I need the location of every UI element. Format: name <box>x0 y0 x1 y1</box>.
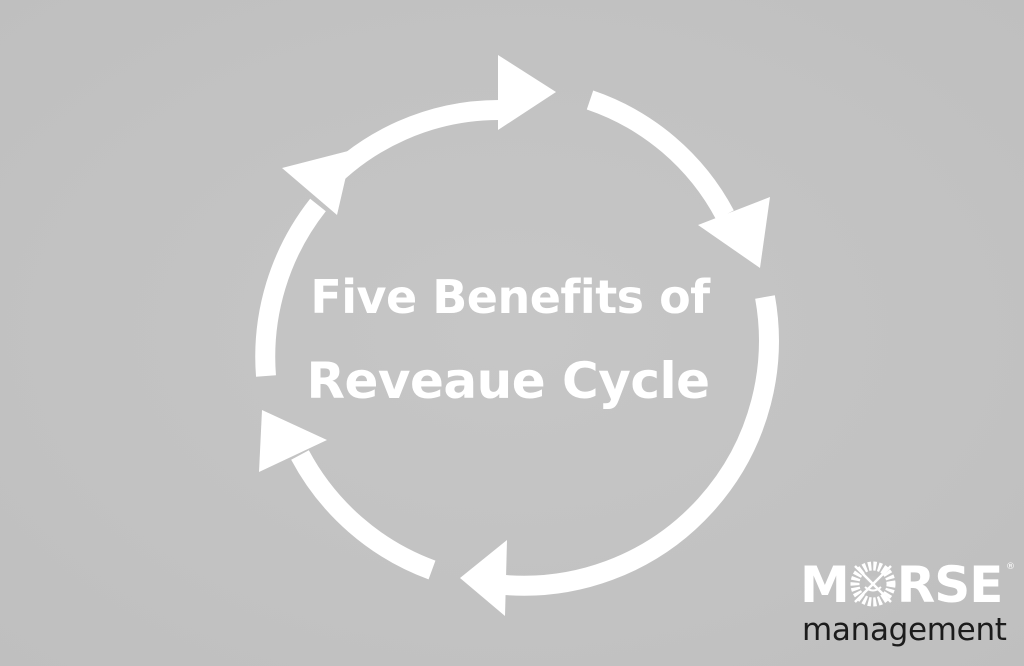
logo-letter-m: M <box>800 556 850 614</box>
cycle-arrow-5 <box>255 198 326 377</box>
logo-wordmark: M RSE <box>800 556 1004 614</box>
arrowhead-3 <box>460 540 507 616</box>
registered-mark: ® <box>1006 562 1015 572</box>
sun-emblem-icon <box>850 561 896 607</box>
cycle-arrow-2 <box>586 90 734 220</box>
arrowhead-5 <box>282 150 352 215</box>
logo-tagline: management <box>802 612 1007 648</box>
arrowhead-1 <box>498 55 556 130</box>
logo-letters-rse: RSE <box>896 556 1004 614</box>
cycle-arrow-1 <box>312 99 501 197</box>
cycle-arrow-3 <box>504 295 779 596</box>
title-line-2: Reveaue Cycle <box>306 352 710 410</box>
arrowhead-2 <box>698 197 770 268</box>
morse-management-logo: M RSE ® management <box>800 560 1015 660</box>
title-line-1: Five Benefits of <box>310 270 710 324</box>
arrowhead-4 <box>259 410 327 472</box>
cycle-arrow-4 <box>291 450 436 580</box>
